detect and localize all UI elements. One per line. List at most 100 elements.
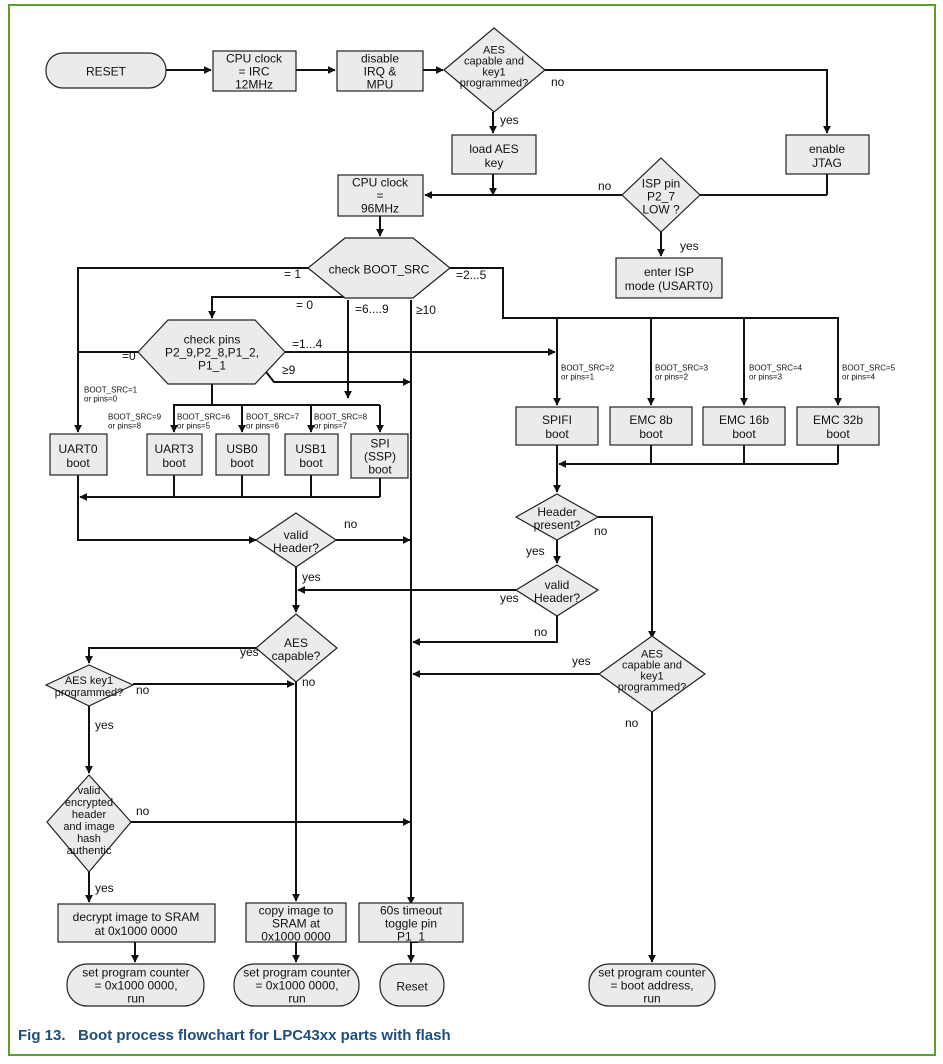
- text-line: = 0x1000 0000,: [255, 979, 338, 993]
- text-line: ISP pin: [642, 177, 680, 191]
- text-line: programmed?: [55, 687, 123, 699]
- text-line: encrypted: [65, 797, 113, 809]
- text-line: = boot address,: [610, 979, 693, 993]
- text-line: USB1: [295, 442, 327, 456]
- label-no: no: [598, 179, 612, 193]
- text-line: 0x1000 0000: [261, 930, 331, 944]
- text-line: valid: [284, 528, 309, 542]
- text-line: AES key1: [65, 675, 113, 687]
- figure-caption: Fig 13. Boot process flowchart for LPC43…: [18, 1027, 451, 1044]
- text-line: or pins=0: [84, 395, 118, 404]
- edge-pins-ge9: [262, 367, 411, 386]
- text-line: boot: [545, 427, 569, 441]
- label-pins-eq0: =0: [122, 349, 136, 363]
- text-line: key: [485, 156, 504, 170]
- text-line: check BOOT_SRC: [329, 263, 430, 277]
- text-line: decrypt image to SRAM: [73, 910, 200, 924]
- text-line: BOOT_SRC=3: [655, 364, 709, 373]
- label-no: no: [594, 524, 608, 538]
- text-line: BOOT_SRC=1: [84, 386, 138, 395]
- text-line: P2_7: [647, 190, 675, 204]
- text-line: BOOT_SRC=8: [314, 413, 368, 422]
- text-line: or pins=2: [655, 373, 689, 382]
- label-yes: yes: [500, 113, 519, 127]
- edge-vhr-no: [412, 616, 558, 646]
- text-line: = IRC: [238, 65, 269, 79]
- text-line: SPI: [370, 437, 389, 451]
- text-line: set program counter: [82, 966, 189, 980]
- text-line: BOOT_SRC=5: [842, 364, 896, 373]
- text-line: valid: [78, 785, 101, 797]
- text-line: SRAM at: [272, 917, 321, 931]
- label-yes: yes: [526, 544, 545, 558]
- text-line: Header?: [534, 591, 580, 605]
- node-text: set program counter= 0x1000 0000,run: [82, 966, 189, 1006]
- label-yes: yes: [500, 591, 519, 605]
- label-ge10: ≥10: [416, 303, 436, 317]
- text-line: programmed?: [460, 77, 528, 89]
- text-line: or pins=3: [749, 373, 783, 382]
- text-line: set program counter: [243, 966, 350, 980]
- text-line: BOOT_SRC=2: [561, 364, 615, 373]
- text-line: boot: [299, 456, 323, 470]
- label-no: no: [534, 625, 548, 639]
- text-line: 60s timeout: [380, 904, 443, 918]
- node-text: CPU clock=96MHz: [352, 176, 409, 216]
- label-yes: yes: [302, 570, 321, 584]
- node-check-boot-src: check BOOT_SRC: [307, 237, 451, 299]
- label-yes: yes: [240, 645, 259, 659]
- text-line: P2_9,P2_8,P1_2,: [165, 346, 259, 360]
- figure-frame: [8, 4, 936, 1056]
- text-line: AES: [641, 648, 663, 660]
- text-line: Header: [537, 505, 576, 519]
- text-line: capable?: [272, 649, 321, 663]
- text-line: hash: [77, 833, 101, 845]
- edge-bootsrc-uart0: [74, 267, 308, 433]
- text-line: 12MHz: [235, 78, 273, 92]
- text-line: Reset: [396, 980, 428, 994]
- label-eq25: =2...5: [456, 268, 487, 282]
- node-setpc3: set program counter= boot address,run: [588, 963, 716, 1007]
- text-line: P1_1: [198, 359, 226, 373]
- text-line: capable and: [464, 55, 524, 67]
- text-line: run: [288, 992, 305, 1006]
- text-line: boot: [368, 463, 392, 477]
- text-line: Header?: [273, 541, 319, 555]
- node-text: check BOOT_SRC: [329, 263, 430, 277]
- text-line: MPU: [367, 78, 394, 92]
- text-line: UART3: [154, 442, 193, 456]
- text-line: at 0x1000 0000: [95, 924, 178, 938]
- label-no: no: [136, 804, 150, 818]
- node-text: RESET: [86, 65, 127, 79]
- node-text: set program counter= 0x1000 0000,run: [243, 966, 350, 1006]
- label-no: no: [302, 675, 316, 689]
- node-text: Reset: [396, 980, 428, 994]
- text-line: EMC 16b: [719, 413, 769, 427]
- label-yes: yes: [95, 881, 114, 895]
